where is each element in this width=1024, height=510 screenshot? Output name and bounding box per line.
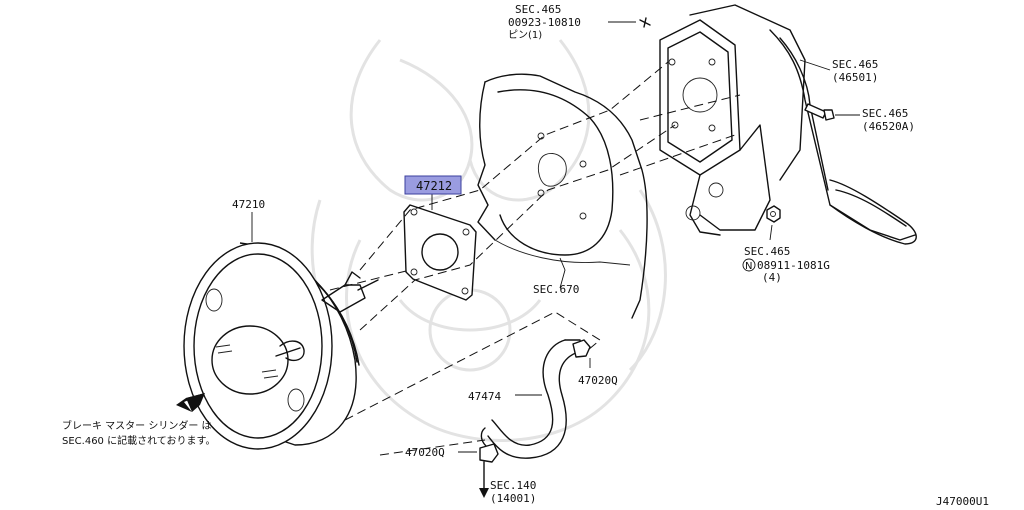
gasket-label-highlight: [404, 175, 462, 195]
nut-circle-marker: [742, 258, 756, 272]
pedal-bracket: [659, 4, 806, 236]
hose-clamp-lower: [479, 427, 499, 463]
alignment-lines: [329, 61, 741, 456]
label-gasket-part-number: 47212: [416, 179, 452, 193]
diagram-code: J47000U1: [936, 495, 989, 508]
label-booster-part-number: 47210: [232, 198, 265, 211]
leader-lines: [251, 21, 860, 453]
label-sec465-top-sub: ピン(1): [508, 29, 542, 41]
label-sec465-right-ref: SEC.465: [832, 58, 878, 71]
label-sec140-part: (14001): [490, 492, 536, 505]
label-sec670: SEC.670: [533, 283, 579, 296]
pedal-bolt: [804, 103, 835, 121]
label-sec465-bolt-part: (46520A): [862, 120, 915, 133]
label-sec465-bolt-ref: SEC.465: [862, 107, 908, 120]
label-hose-part-number: 47474: [468, 390, 501, 403]
label-sec140-ref: SEC.140: [490, 479, 536, 492]
note-line-2: SEC.460 に記載されております。: [62, 434, 216, 447]
gasket-47212: [403, 204, 477, 301]
outflow-arrow-down: [479, 461, 489, 498]
direction-arrow: [176, 393, 205, 412]
dash-panel: [477, 73, 648, 319]
label-sec465-top-ref: SEC.465: [515, 3, 561, 16]
mount-nut: [766, 205, 781, 223]
brake-booster-47210: [183, 242, 379, 450]
note-line-1: ブレーキ マスター シリンダー は、: [62, 419, 222, 432]
label-sec465-right-part: (46501): [832, 71, 878, 84]
label-sec465-nut-ref: SEC.465: [744, 245, 790, 258]
clevis-pin: [639, 17, 651, 28]
label-clamp-lower: 47020Q: [405, 446, 445, 459]
label-sec465-nut-circle: N: [745, 261, 752, 272]
label-clamp-upper: 47020Q: [578, 374, 618, 387]
label-sec465-top-part: 00923-10810: [508, 16, 581, 29]
label-sec465-nut-part: 08911-1081G: [757, 259, 830, 272]
label-sec465-nut-qty: (4): [762, 271, 782, 284]
hose-clamp-upper: [572, 339, 591, 358]
